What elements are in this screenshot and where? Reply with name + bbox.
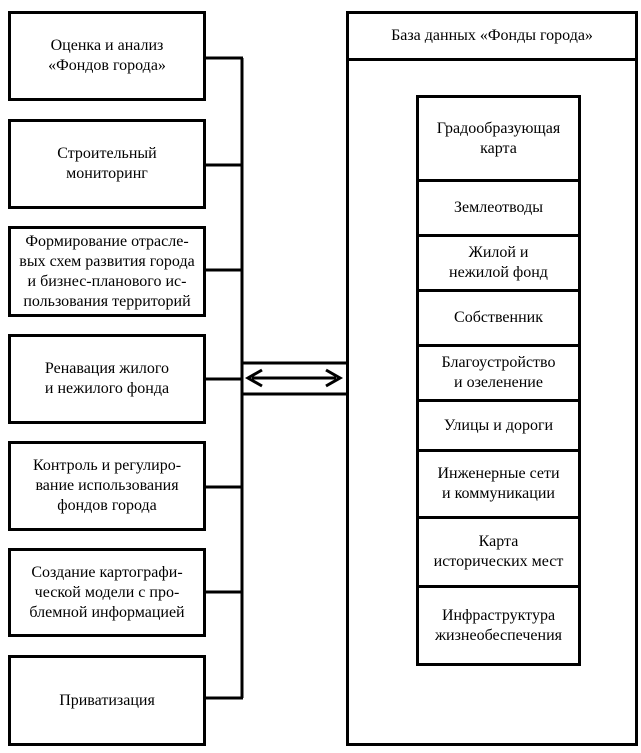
box-renovation: Ренавация жилого и нежилого фонда <box>8 334 206 424</box>
arrow-head-left <box>244 368 263 388</box>
box-construction-monitoring: Строительный мониторинг <box>8 119 206 209</box>
arrow-head-right <box>325 368 344 388</box>
db-item-historical-map: Карта исторических мест <box>419 519 578 588</box>
database-items-list: Градообразующая карта Землеотводы Жилой … <box>416 95 581 666</box>
database-title: База данных «Фонды города» <box>349 14 635 61</box>
box-cartographic-model: Создание картографи- ческой модели с про… <box>8 548 206 637</box>
box-control-regulation: Контроль и регулиро- вание использования… <box>8 441 206 531</box>
box-fund-assessment: Оценка и анализ «Фондов города» <box>8 11 206 101</box>
db-item-landscaping: Благоустройство и озеленение <box>419 347 578 402</box>
box-privatization: Приватизация <box>8 655 206 746</box>
db-item-land-allotments: Землеотводы <box>419 182 578 237</box>
db-item-city-forming-map: Градообразующая карта <box>419 98 578 182</box>
box-development-schemes: Формирование отрасле- вых схем развития … <box>8 226 206 317</box>
db-item-housing-fund: Жилой и нежилой фонд <box>419 237 578 292</box>
db-item-owner: Собственник <box>419 292 578 347</box>
db-item-life-support-infrastructure: Инфраструктура жизнеобеспечения <box>434 606 563 644</box>
db-item-engineering-networks: Инженерные сети и коммуникации <box>419 452 578 519</box>
db-item-streets-roads: Улицы и дороги <box>419 402 578 452</box>
